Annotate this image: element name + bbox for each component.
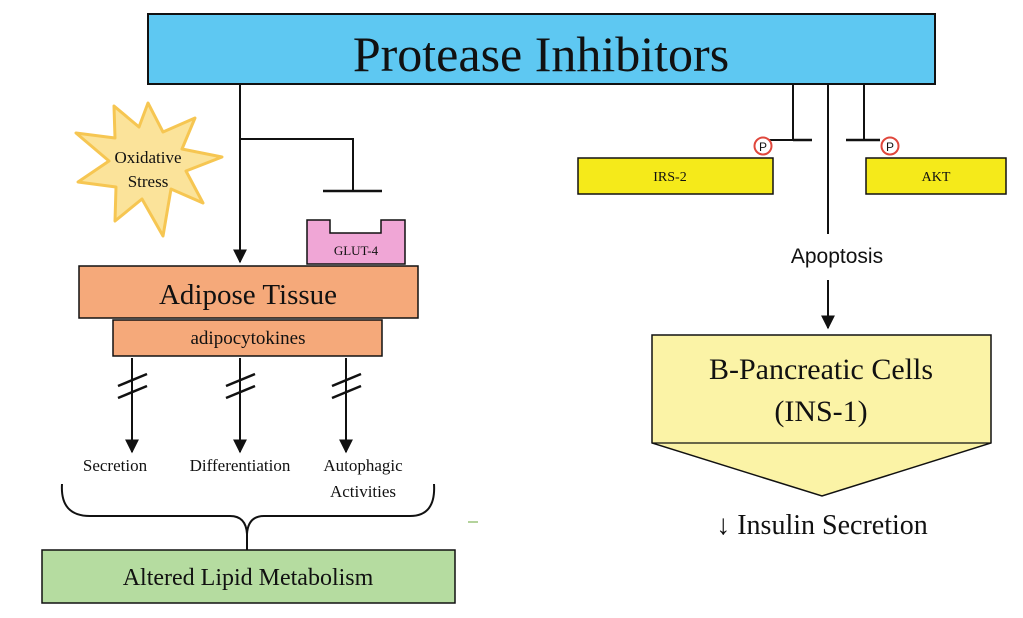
- protease-inhibitors-node: Protease Inhibitors: [147, 13, 936, 85]
- arrow-to-differentiation: [225, 358, 256, 454]
- autophagic-label-line2: Activities: [330, 482, 396, 501]
- insulin-secretion-label: ↓ Insulin Secretion: [716, 510, 928, 541]
- secretion-label: Secretion: [83, 456, 148, 475]
- glut4-label: GLUT-4: [334, 243, 379, 258]
- akt-phospho-label: P: [886, 140, 894, 154]
- oxidative-stress-node: Oxidative Stress: [74, 101, 224, 238]
- irs2-label: IRS-2: [653, 170, 686, 185]
- oxidative-stress-label-line1: Oxidative: [114, 148, 181, 167]
- akt-label: AKT: [922, 170, 951, 185]
- akt-phospho-badge: P: [880, 136, 900, 156]
- autophagic-label-line1: Autophagic: [323, 456, 403, 475]
- pancreatic-cells-label-line1: B-Pancreatic Cells: [709, 353, 933, 386]
- glut4-inhibition-connector: [240, 138, 382, 193]
- altered-lipid-metabolism-node: Altered Lipid Metabolism: [41, 549, 456, 604]
- akt-node: AKT: [865, 157, 1007, 195]
- adipose-tissue-label: Adipose Tissue: [159, 279, 337, 311]
- adipose-tissue-node: Adipose Tissue: [78, 265, 419, 319]
- glut4-node: GLUT-4: [306, 219, 406, 265]
- altered-lipid-metabolism-label: Altered Lipid Metabolism: [123, 565, 374, 591]
- adipocytokines-label: adipocytokines: [190, 328, 305, 349]
- irs2-phospho-badge: P: [753, 136, 773, 156]
- pancreatic-cells-label-line2: (INS-1): [774, 395, 867, 428]
- arrow-to-secretion: [117, 358, 148, 454]
- pancreatic-cells-node: B-Pancreatic Cells (INS-1): [651, 334, 992, 497]
- oxidative-stress-starburst: [74, 101, 224, 238]
- arrow-to-autophagic: [331, 358, 362, 454]
- protease-inhibitors-label: Protease Inhibitors: [353, 26, 729, 82]
- adipocytokines-node: adipocytokines: [112, 319, 383, 357]
- irs2-phospho-label: P: [759, 140, 767, 154]
- differentiation-label: Differentiation: [190, 456, 291, 475]
- irs2-inhibition-connector: [765, 84, 812, 142]
- oxidative-stress-label-line2: Stress: [128, 172, 169, 191]
- irs2-node: IRS-2: [577, 157, 774, 195]
- apoptosis-label: Apoptosis: [791, 245, 883, 268]
- akt-inhibition-connector: [846, 84, 880, 142]
